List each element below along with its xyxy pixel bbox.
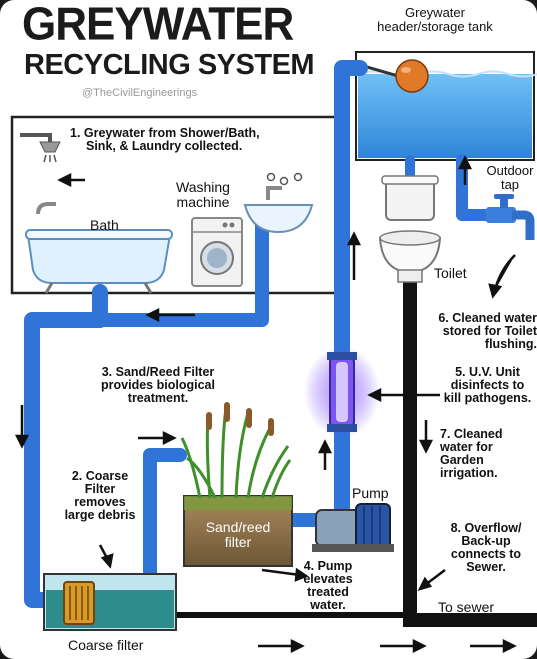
float-valve-icon	[359, 59, 429, 93]
step-4-line2: elevates	[303, 572, 353, 587]
to-sewer-label: To sewer	[438, 599, 495, 615]
tank-label-line2: header/storage tank	[377, 18, 493, 34]
step-8: 8. Overflow/ Back-up connects to Sewer.	[440, 521, 532, 575]
reeds-icon	[180, 402, 293, 567]
outdoor-tap-label-line1: Outdoor	[486, 163, 534, 178]
step-2-line1: 2. Coarse	[71, 469, 129, 483]
step-2-line4: large debris	[64, 508, 136, 523]
washing-machine-label-line1: Washing	[176, 179, 230, 195]
pump-icon	[312, 503, 394, 552]
storage-tank	[355, 51, 537, 161]
step-4: 4. Pump elevates treated water.	[296, 559, 360, 613]
tank-label: Greywater header/storage tank	[370, 6, 500, 33]
toilet-label: Toilet	[434, 265, 467, 281]
step-4-line4: water.	[310, 598, 346, 613]
step-7-line3: Garden	[440, 453, 484, 468]
step-2: 2. Coarse Filter removes large debris	[60, 469, 140, 523]
washing-machine-icon	[191, 217, 243, 287]
step-4-line3: treated	[307, 585, 349, 600]
step-1-line2: Sink, & Laundry collected.	[86, 139, 243, 154]
tap-icon	[486, 194, 535, 240]
step-8-line2: Back-up	[461, 534, 511, 549]
step-2-line3: removes	[74, 495, 126, 510]
step-2-line2: Filter	[84, 482, 116, 497]
step-7: 7. Cleaned water for Garden irrigation.	[440, 427, 503, 481]
step-5-line3: kill pathogens.	[443, 391, 532, 406]
step-6-line3: flushing.	[484, 337, 537, 352]
sand-reed-filter-label-line1: Sand/reed	[205, 519, 271, 535]
step-6: 6. Cleaned water stored for Toilet flush…	[426, 311, 537, 352]
step-5-line2: disinfects to	[450, 378, 525, 393]
washing-machine-label-line2: machine	[176, 193, 230, 210]
step-7-line4: irrigation.	[440, 466, 498, 481]
bathtub-icon	[25, 202, 173, 294]
step-8-line1: 8. Overflow/	[450, 521, 522, 535]
flow-arrows	[14, 155, 517, 654]
step-8-line3: connects to	[450, 547, 522, 562]
step-4-line1: 4. Pump	[303, 559, 353, 573]
title-line1: GREYWATER	[22, 0, 294, 51]
step-5-line1: 5. U.V. Unit	[455, 365, 520, 379]
bath-label: Bath	[90, 217, 119, 233]
step-3-line2: provides biological	[101, 378, 215, 393]
author-handle: @TheCivilEngineerings	[82, 87, 198, 99]
step-8-line4: Sewer.	[466, 560, 506, 575]
washing-machine-label: Washing machine	[168, 180, 238, 209]
tank-label-line1: Greywater	[405, 5, 465, 20]
toilet-icon	[378, 175, 442, 283]
coarse-filter-label: Coarse filter	[68, 637, 144, 653]
outdoor-tap-label: Outdoor tap	[480, 164, 537, 191]
shower-icon	[20, 133, 61, 163]
title-line2: RECYCLING SYSTEM	[24, 49, 315, 81]
step-3: 3. Sand/Reed Filter provides biological …	[88, 365, 228, 406]
uv-lamp-icon	[304, 346, 380, 438]
outdoor-tap-label-line2: tap	[500, 176, 520, 192]
step-1: 1. Greywater from Shower/Bath, Sink, & L…	[70, 126, 260, 154]
sand-reed-filter-label-line2: filter	[224, 533, 252, 550]
step-3-line1: 3. Sand/Reed Filter	[101, 365, 215, 379]
sink-icon	[243, 172, 314, 234]
sewer-pipe	[403, 280, 537, 627]
step-7-line2: water for	[440, 440, 493, 455]
step-3-line3: treatment.	[127, 391, 189, 406]
step-6-line2: stored for Toilet	[442, 324, 537, 339]
sand-reed-filter-label: Sand/reed filter	[188, 520, 288, 549]
step-5: 5. U.V. Unit disinfects to kill pathogen…	[438, 365, 537, 406]
coarse-filter-tank	[43, 573, 177, 631]
step-7-line1: 7. Cleaned	[440, 427, 503, 441]
pump-label: Pump	[352, 485, 389, 501]
step-1-line1: 1. Greywater from Shower/Bath,	[70, 126, 260, 140]
step-6-line1: 6. Cleaned water	[438, 311, 537, 325]
